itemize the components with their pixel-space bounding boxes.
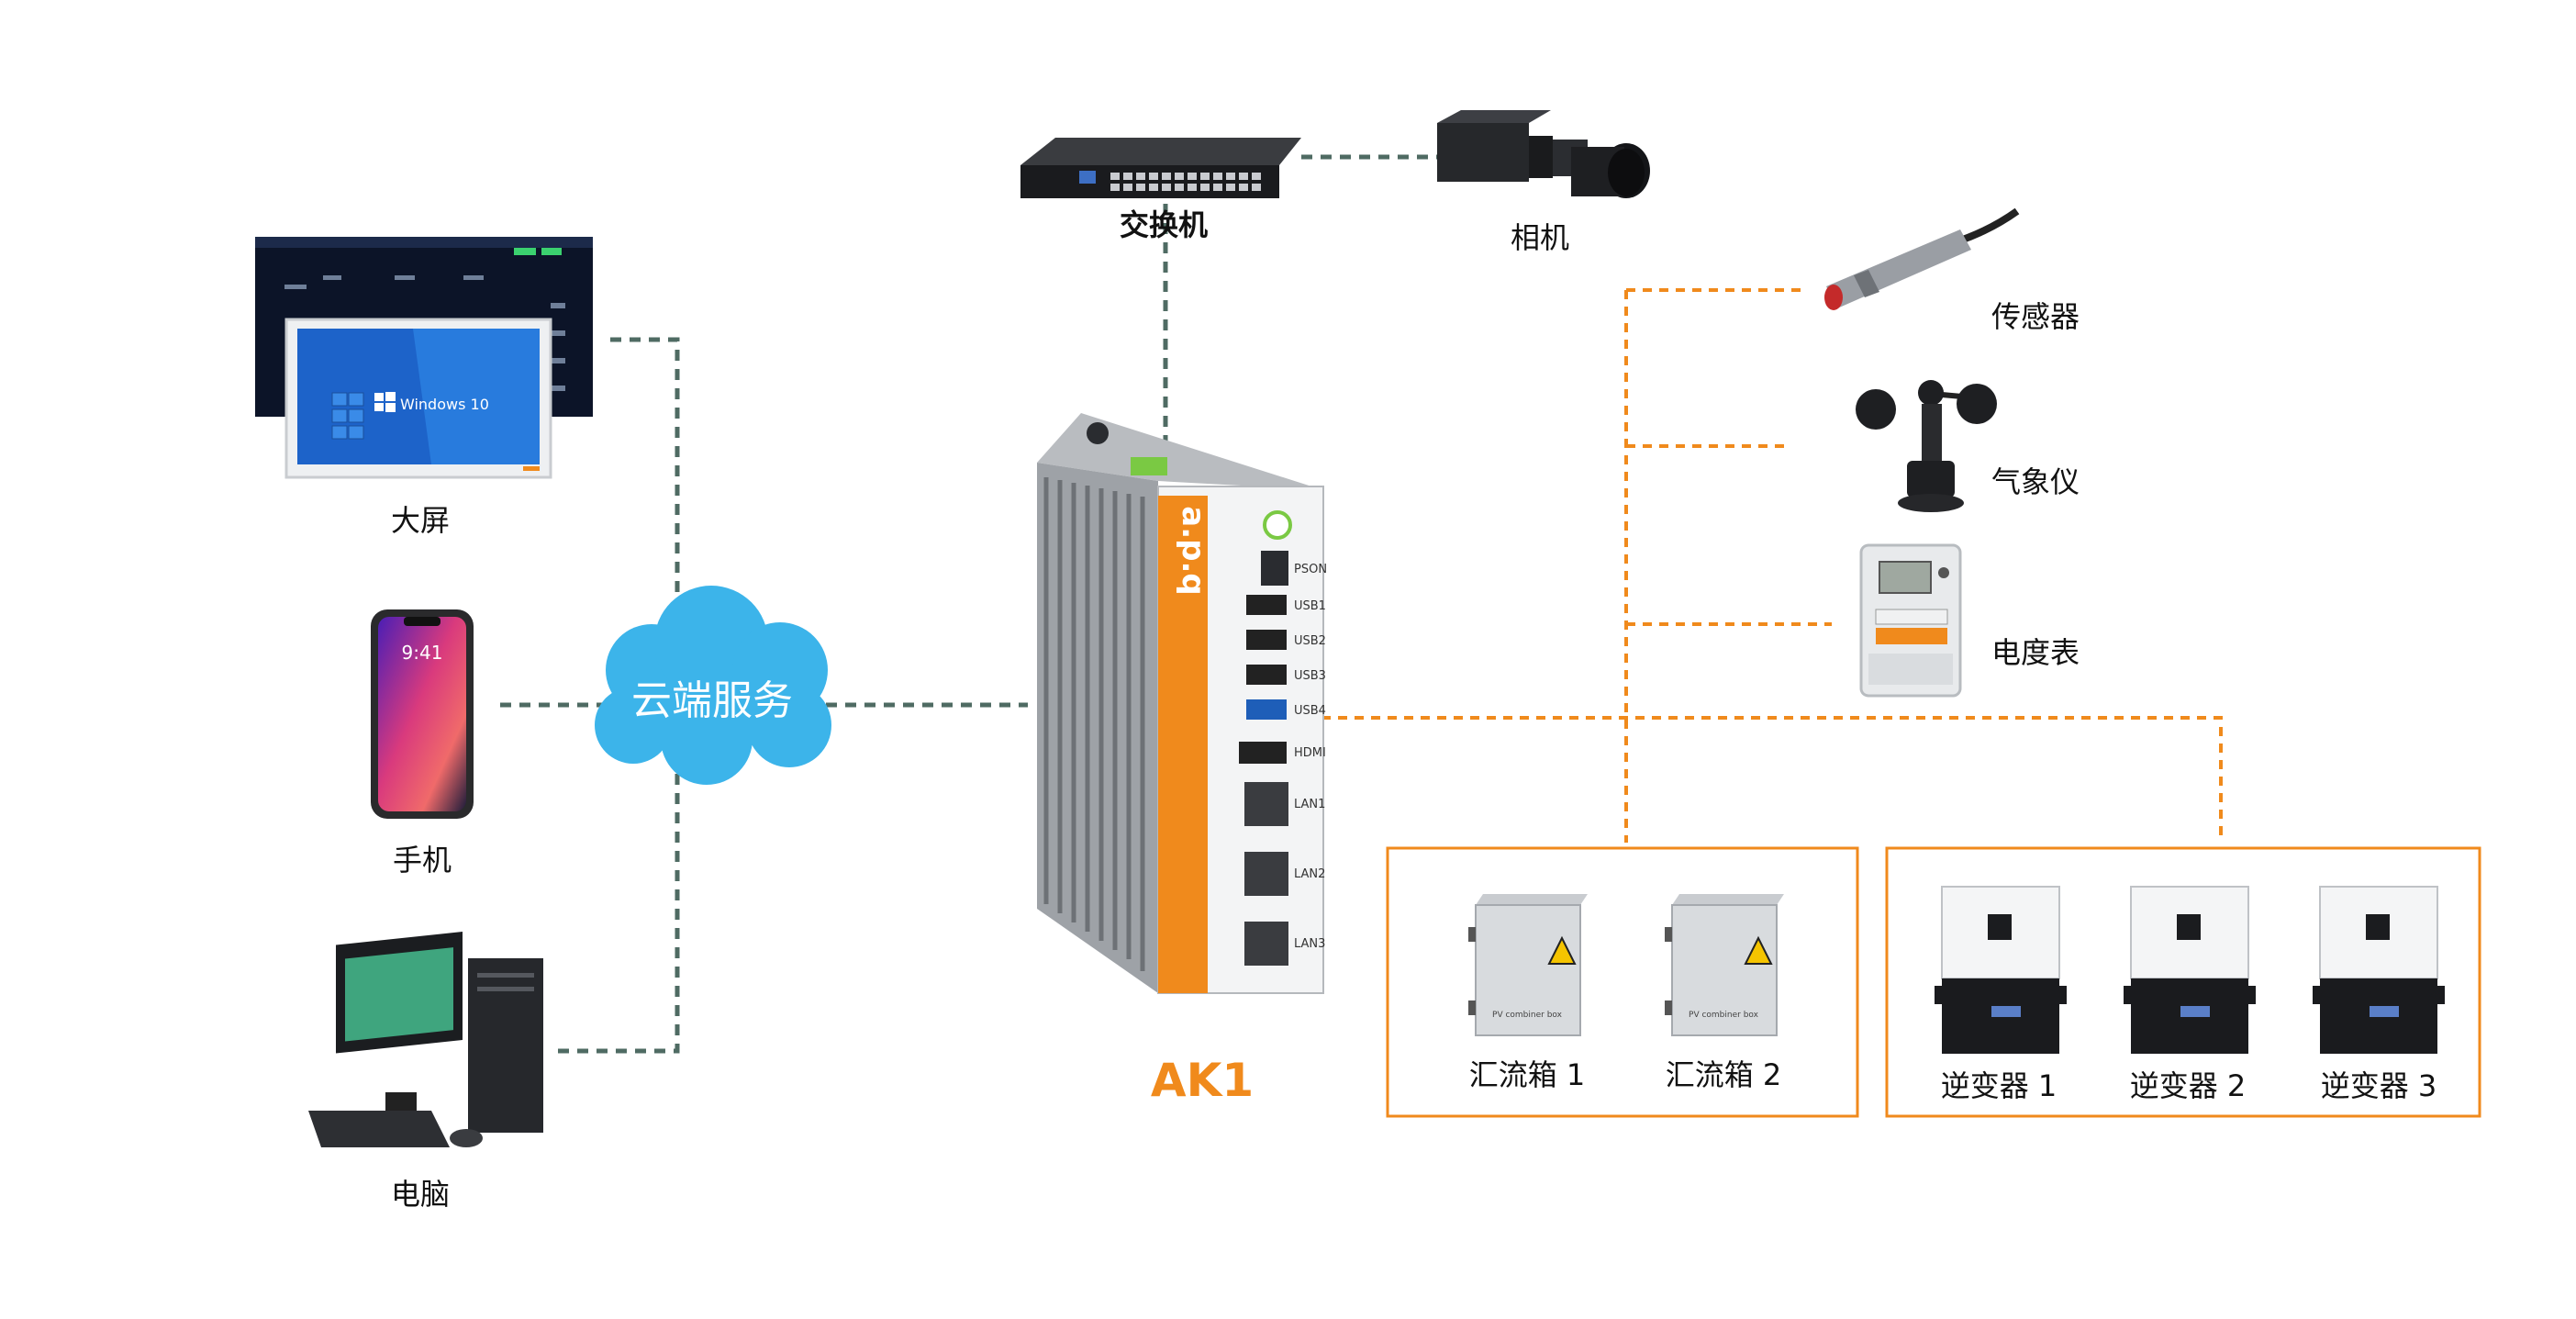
inverter-label-2: 逆变器 2 — [2130, 1068, 2247, 1103]
inverter-1: 逆变器 1 — [1935, 886, 2067, 1103]
big-screen-label: 大屏 — [391, 503, 450, 538]
inverter-2: 逆变器 2 — [2124, 886, 2256, 1103]
phone-label: 手机 — [393, 843, 452, 877]
meter-label: 电度表 — [1991, 635, 2080, 670]
sensor-label: 传感器 — [1991, 299, 2080, 334]
port-usb3 — [1246, 665, 1287, 685]
windows-logo-icon — [374, 392, 396, 412]
link-ak1-field-bus — [1321, 716, 2223, 843]
port-lan2 — [1244, 852, 1288, 896]
combiner-label-1: 汇流箱 1 — [1469, 1057, 1586, 1092]
cloud-label: 云端服务 — [631, 677, 793, 724]
combiner-box-2: PV combiner box 汇流箱 2 — [1665, 894, 1784, 1092]
port-label-lan3: LAN3 — [1294, 937, 1325, 951]
camera-group: 相机 — [1437, 110, 1650, 255]
port-usb1 — [1246, 595, 1287, 615]
combiner-group: PV combiner box 汇流箱 1 PV combiner box 汇流… — [1386, 846, 1859, 1118]
port-label-lan1: LAN1 — [1294, 798, 1325, 811]
sensor-body — [1826, 229, 1971, 308]
ak1-ports: PSON USB1 USB2 USB3 USB4 HDMI LAN1 LAN2 … — [1239, 551, 1327, 966]
inverter-group: 逆变器 1 逆变器 2 逆变器 3 — [1885, 846, 2481, 1118]
pc-keyboard — [308, 1111, 450, 1147]
combiner-box-1-text: PV combiner box — [1492, 1011, 1563, 1020]
ak1-label: AK1 — [1151, 1054, 1254, 1107]
port-label-lan2: LAN2 — [1294, 867, 1325, 881]
screen-indicators — [284, 248, 565, 391]
warning-icon — [1744, 935, 1773, 965]
power-icon — [1263, 510, 1292, 540]
link-screen-bus — [555, 337, 680, 1054]
port-label-usb1: USB1 — [1294, 599, 1326, 613]
ak1-heatsink-fins — [1043, 477, 1145, 971]
phone-group: 9:41 手机 — [371, 609, 474, 877]
ak1-device: a.p.q PSON USB1 USB2 USB3 USB4 HDMI LAN1… — [1037, 413, 1327, 1107]
ak1-top — [1037, 413, 1323, 490]
combiner-box-2-text: PV combiner box — [1689, 1011, 1759, 1020]
port-lan3 — [1244, 922, 1288, 966]
anemometer-cup-left — [1856, 389, 1896, 430]
phone-time: 9:41 — [402, 642, 443, 664]
switch-top — [1020, 138, 1301, 165]
sensor-cable — [1958, 207, 2020, 244]
combiner-box-1: PV combiner box 汇流箱 1 — [1468, 894, 1588, 1092]
meter-display — [1879, 561, 1932, 594]
orange-connectors — [1321, 288, 2223, 843]
ak1-side — [1037, 463, 1158, 993]
combiner-label-2: 汇流箱 2 — [1666, 1057, 1782, 1092]
combiner-group-frame — [1386, 846, 1859, 1118]
meter-group: 电度表 — [1859, 543, 2080, 698]
grey-connectors — [500, 154, 1441, 1054]
port-usb4 — [1246, 699, 1287, 720]
sensor-tip — [1824, 285, 1843, 310]
pc-tower — [468, 958, 543, 1133]
pc-label: 电脑 — [391, 1177, 450, 1212]
switch-ports — [1110, 173, 1261, 191]
phone-screen — [378, 617, 466, 811]
port-usb2 — [1246, 630, 1287, 650]
inverter-group-frame — [1885, 846, 2481, 1118]
inverter-label-1: 逆变器 1 — [1941, 1068, 2057, 1103]
ak1-brand: a.p.q — [1175, 506, 1211, 595]
big-screen-group: Windows 10 大屏 — [255, 237, 593, 538]
inverter-label-3: 逆变器 3 — [2321, 1068, 2437, 1103]
pc-mouse — [450, 1129, 483, 1147]
port-label-usb3: USB3 — [1294, 669, 1326, 683]
switch-label: 交换机 — [1120, 207, 1208, 242]
port-lan1 — [1244, 782, 1288, 826]
cloud-service: 云端服务 — [595, 586, 831, 785]
port-label-hdmi: HDMI — [1294, 746, 1326, 760]
port-label-usb2: USB2 — [1294, 634, 1326, 648]
pc-group: 电脑 — [308, 932, 543, 1212]
port-pson — [1261, 551, 1288, 586]
weather-group: 气象仪 — [1856, 380, 2080, 512]
anemometer-cup-right — [1957, 384, 1997, 424]
sensor-group: 传感器 — [1824, 207, 2080, 334]
switch-group: 交换机 — [1020, 138, 1301, 242]
camera-body — [1437, 123, 1529, 182]
port-label-usb4: USB4 — [1294, 704, 1326, 718]
port-hdmi — [1239, 742, 1287, 764]
weather-label: 气象仪 — [1991, 464, 2080, 499]
inverter-3: 逆变器 3 — [2313, 886, 2445, 1103]
windows-label: Windows 10 — [400, 396, 489, 413]
pc-monitor-screen — [345, 947, 453, 1042]
camera-label: 相机 — [1511, 220, 1569, 255]
warning-icon — [1547, 935, 1577, 965]
switch-front — [1020, 165, 1279, 198]
start-tiles — [331, 392, 364, 440]
ak1-orange-stripe — [1158, 496, 1208, 993]
port-label-pson: PSON — [1294, 563, 1327, 576]
camera-body-top — [1437, 110, 1551, 123]
